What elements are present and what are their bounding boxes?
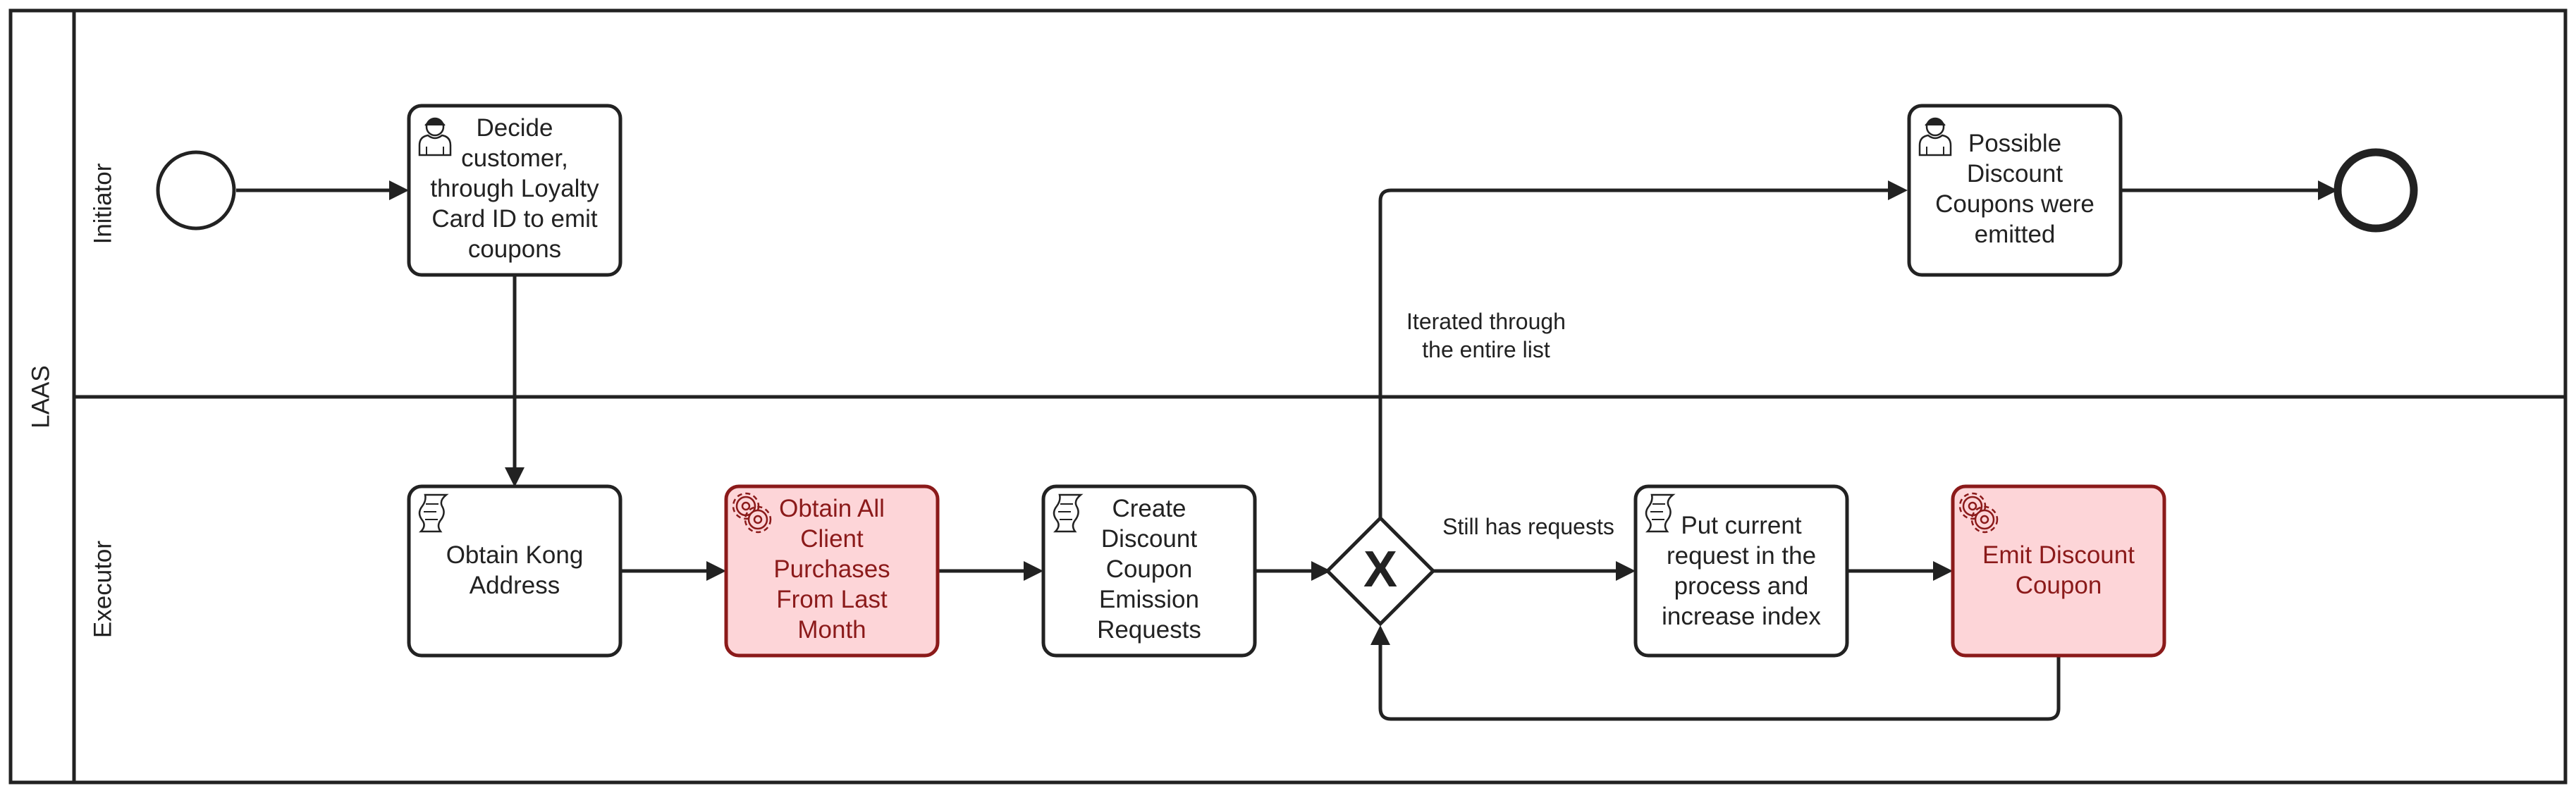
- arrowhead: [1024, 561, 1043, 581]
- svg-text:Coupon: Coupon: [1106, 555, 1193, 583]
- svg-text:Create: Create: [1112, 495, 1186, 522]
- svg-text:Put current: Put current: [1681, 512, 1801, 539]
- svg-text:Coupons were: Coupons were: [1935, 190, 2094, 218]
- flow-emit-loop-to-gateway: [1378, 629, 2061, 721]
- exclusive-gateway[interactable]: X: [1325, 515, 1436, 627]
- arrowhead: [1370, 625, 1390, 645]
- svg-text:Client: Client: [800, 525, 864, 553]
- svg-text:Address: Address: [470, 572, 560, 599]
- task-put-current-request[interactable]: Put current request in the process and i…: [1633, 484, 1849, 658]
- svg-text:coupons: coupons: [468, 235, 561, 263]
- arrowhead: [706, 561, 726, 581]
- gear-icon: [732, 492, 772, 534]
- svg-text:emitted: emitted: [1975, 221, 2056, 248]
- flow-gateway-to-possible: [1378, 188, 1903, 518]
- task-decide-customer[interactable]: Decide customer, through Loyalty Card ID…: [407, 104, 622, 277]
- arrowhead: [389, 180, 409, 200]
- svg-text:Emission: Emission: [1099, 586, 1199, 613]
- script-icon: [1645, 493, 1676, 533]
- arrowhead: [1311, 561, 1331, 581]
- svg-text:Possible: Possible: [1968, 130, 2061, 157]
- svg-text:Obtain Kong: Obtain Kong: [446, 541, 584, 569]
- svg-text:Still has requests: Still has requests: [1442, 514, 1614, 539]
- svg-text:Decide: Decide: [477, 114, 553, 142]
- user-icon: [1918, 117, 1952, 156]
- flow-label-still-has-requests: Still has requests: [1442, 514, 1614, 539]
- flow-label-iterated: Iterated through the entire list: [1406, 309, 1566, 362]
- svg-text:Obtain All: Obtain All: [779, 495, 885, 522]
- svg-text:Card ID to emit: Card ID to emit: [431, 205, 598, 233]
- gear-icon: [1958, 492, 1999, 534]
- gateway-symbol: X: [1363, 541, 1397, 598]
- svg-text:Discount: Discount: [1101, 525, 1197, 553]
- task-possible-discount-coupons[interactable]: Possible Discount Coupons were emitted: [1907, 104, 2123, 277]
- pool: LAAS Initiator Executor: [8, 8, 2568, 785]
- script-icon: [418, 493, 449, 533]
- task-obtain-kong-address[interactable]: Obtain Kong Address: [407, 484, 622, 658]
- task-create-discount-coupon-requests[interactable]: Create Discount Coupon Emission Requests: [1041, 484, 1257, 658]
- svg-text:request in the: request in the: [1667, 542, 1816, 570]
- svg-text:Emit Discount: Emit Discount: [1982, 541, 2135, 569]
- task-obtain-all-client-purchases[interactable]: Obtain All Client Purchases From Last Mo…: [724, 484, 940, 658]
- arrowhead: [1933, 561, 1953, 581]
- sequence-flows: [236, 180, 2338, 721]
- task-emit-discount-coupon[interactable]: Emit Discount Coupon: [1951, 484, 2166, 658]
- arrowhead: [2318, 180, 2338, 200]
- svg-text:Month: Month: [797, 616, 866, 644]
- pool-label: LAAS: [27, 365, 54, 429]
- svg-text:process and: process and: [1674, 572, 1809, 600]
- svg-text:Discount: Discount: [1967, 160, 2063, 188]
- svg-text:From Last: From Last: [776, 586, 888, 613]
- arrowhead: [1888, 180, 1908, 200]
- start-event[interactable]: [156, 150, 236, 230]
- svg-text:Requests: Requests: [1097, 616, 1201, 644]
- script-icon: [1053, 493, 1084, 533]
- end-event[interactable]: [2333, 148, 2418, 233]
- svg-text:Coupon: Coupon: [2016, 572, 2102, 599]
- lane-label-executor: Executor: [89, 541, 116, 638]
- svg-text:the entire list: the entire list: [1422, 337, 1550, 362]
- user-icon: [418, 117, 452, 156]
- svg-text:increase index: increase index: [1662, 603, 1821, 630]
- lane-label-initiator: Initiator: [89, 163, 116, 244]
- svg-text:Iterated through: Iterated through: [1406, 309, 1566, 334]
- arrowhead: [1616, 561, 1636, 581]
- arrowhead: [505, 467, 525, 487]
- svg-text:customer,: customer,: [461, 145, 568, 172]
- svg-text:Purchases: Purchases: [773, 555, 890, 583]
- svg-text:through Loyalty: through Loyalty: [430, 175, 599, 202]
